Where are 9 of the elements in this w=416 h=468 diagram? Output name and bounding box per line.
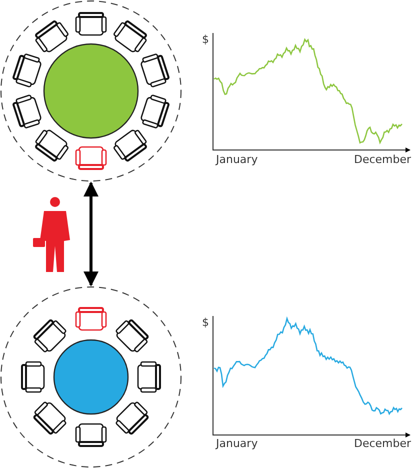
- axis-tick-label: January: [216, 153, 258, 166]
- axis-tick-label: January: [216, 437, 258, 450]
- table-drawing: [0, 286, 182, 468]
- double-arrow: [84, 182, 98, 286]
- table-drawing: [0, 0, 182, 182]
- axis-label: $: [202, 316, 209, 329]
- axis-tick-label: December: [354, 437, 412, 450]
- axis-label: $: [202, 33, 209, 46]
- axis-tick-label: December: [354, 153, 412, 166]
